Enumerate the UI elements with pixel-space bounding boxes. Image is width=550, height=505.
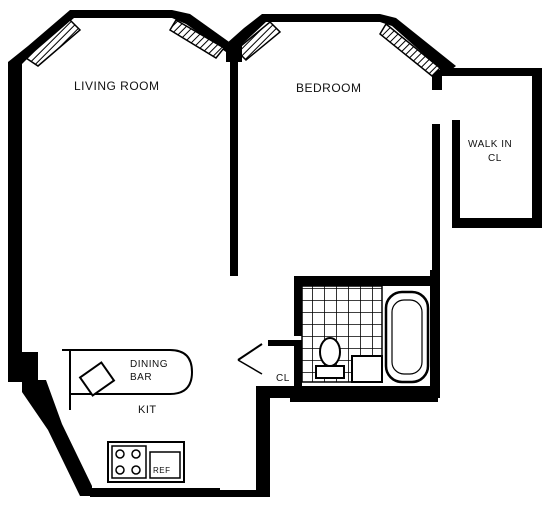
closet-right-wall — [532, 68, 542, 228]
bathtub-inner — [391, 299, 423, 375]
left-wall-corner — [10, 352, 38, 380]
closet-bottom-wall — [452, 218, 542, 228]
living-window-left — [24, 18, 82, 67]
bedroom-right-wall-upper — [432, 70, 442, 90]
left-wall — [8, 62, 22, 382]
living-window-right — [168, 18, 226, 59]
bathroom — [301, 285, 430, 384]
bottom-wall — [210, 490, 270, 497]
bath-left-wall-upper — [294, 276, 302, 336]
corridor-right-wall — [256, 386, 270, 496]
living-bay-right-frame — [172, 10, 232, 52]
kitchen-partition — [62, 349, 71, 410]
living-room-label: LIVING ROOM — [74, 79, 160, 93]
burner-1 — [115, 449, 125, 459]
living-bay-top-frame — [92, 10, 172, 18]
toilet-tank — [315, 365, 345, 379]
dining-bar-label-line1: DINING — [130, 359, 168, 370]
bath-right-wall — [430, 270, 440, 398]
kitchen-appliances — [107, 441, 185, 483]
kitchen-label: KIT — [138, 404, 157, 416]
toilet — [319, 337, 341, 367]
hall-closet-top — [268, 340, 298, 346]
burner-2 — [131, 449, 141, 459]
bath-top-wall — [294, 276, 440, 286]
bedroom-bay-top-frame — [300, 14, 380, 22]
refrigerator — [149, 451, 181, 479]
closet-door — [237, 343, 263, 375]
closet-left-wall — [452, 120, 460, 228]
windows — [24, 18, 442, 78]
bedroom-bay-left-frame — [226, 14, 300, 50]
closet-label: CL — [276, 373, 290, 384]
interior-walls — [226, 44, 440, 390]
dining-bar-label-line2: BAR — [130, 372, 153, 383]
bedroom-right-wall — [432, 124, 440, 274]
refrigerator-label: REF — [153, 466, 171, 475]
bedroom-label: BEDROOM — [296, 81, 362, 95]
kitchen-bottom-wall — [90, 488, 220, 497]
bedroom-window-right — [379, 22, 442, 78]
bedroom-bay-right-frame — [380, 14, 456, 74]
lower-left-wall — [22, 380, 92, 496]
sink — [351, 355, 383, 383]
burner-3 — [115, 465, 125, 475]
closet-top-wall — [440, 68, 540, 76]
dining-bar — [62, 349, 194, 410]
walk-in-closet-label-line1: WALK IN — [468, 139, 513, 150]
kitchen-sink — [78, 361, 116, 397]
burner-4 — [131, 465, 141, 475]
bathtub — [384, 290, 430, 384]
bath-bottom-wall — [290, 386, 438, 402]
walk-in-closet-label-line2: CL — [488, 153, 502, 164]
bath-left-wall-lower — [294, 340, 302, 390]
bedroom-window-left — [234, 20, 282, 62]
partition-pier — [226, 44, 242, 62]
living-bedroom-partition — [230, 52, 238, 276]
